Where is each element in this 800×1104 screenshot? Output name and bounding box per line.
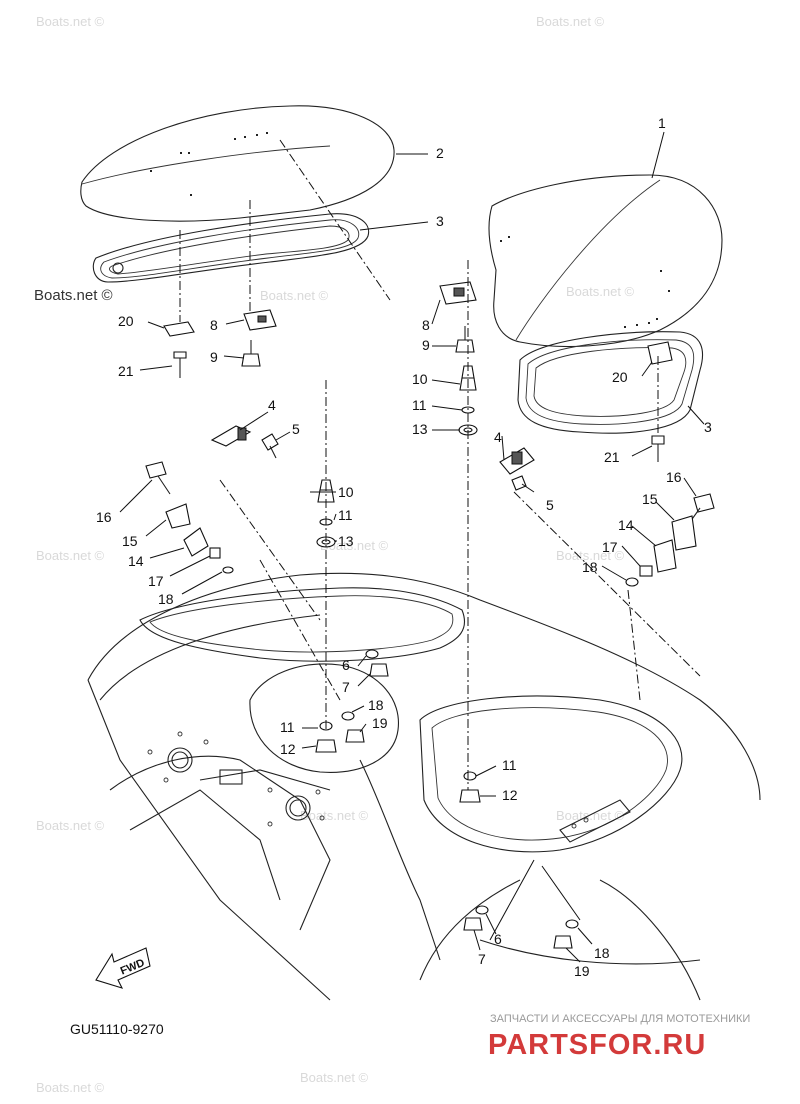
callout-16: 16 xyxy=(666,469,682,485)
watermark: Boats.net © xyxy=(320,538,389,553)
watermark: Boats.net © xyxy=(36,1080,105,1095)
footer-tagline: ЗАПЧАСТИ И АКСЕССУАРЫ ДЛЯ МОТОТЕХНИКИ xyxy=(490,1013,750,1025)
watermark: Boats.net © xyxy=(300,808,369,823)
hardware-left xyxy=(145,309,279,574)
watermark-dark: Boats.net © xyxy=(34,287,113,304)
callout-13: 13 xyxy=(338,533,354,549)
callout-1: 1 xyxy=(658,115,666,131)
callout-20: 20 xyxy=(612,369,628,385)
watermark: Boats.net © xyxy=(536,14,605,29)
callout-17: 17 xyxy=(148,573,164,589)
watermark: Boats.net © xyxy=(36,14,105,29)
diagram-code: GU51110-9270 xyxy=(70,1021,164,1037)
hardware-right xyxy=(439,281,715,949)
callout-11: 11 xyxy=(338,507,353,523)
callout-15: 15 xyxy=(642,491,658,507)
seal-rear xyxy=(517,331,704,434)
callout-19: 19 xyxy=(372,715,388,731)
watermark: Boats.net © xyxy=(36,548,105,563)
callout-11: 11 xyxy=(502,757,517,773)
watermark: Boats.net © xyxy=(36,818,105,833)
watermark: Boats.net © xyxy=(300,1070,369,1085)
callout-18: 18 xyxy=(368,697,384,713)
watermark: Boats.net © xyxy=(556,808,625,823)
callout-13: 13 xyxy=(412,421,428,437)
callout-3: 3 xyxy=(704,419,712,435)
callout-2: 2 xyxy=(436,145,444,161)
watermark: Boats.net © xyxy=(260,288,329,303)
callout-9: 9 xyxy=(422,337,430,353)
callout-21: 21 xyxy=(604,449,620,465)
callout-15: 15 xyxy=(122,533,138,549)
callout-12: 12 xyxy=(280,741,296,757)
watermark: Boats.net © xyxy=(566,284,635,299)
callout-3: 3 xyxy=(436,213,444,229)
fwd-arrow: FWD xyxy=(95,947,151,989)
assembly-lines xyxy=(179,139,701,790)
callout-18: 18 xyxy=(582,559,598,575)
callout-14: 14 xyxy=(618,517,634,533)
callout-5: 5 xyxy=(292,421,300,437)
callout-10: 10 xyxy=(338,484,354,500)
callout-17: 17 xyxy=(602,539,618,555)
callout-18: 18 xyxy=(594,945,610,961)
leader-lines xyxy=(119,131,705,963)
callout-11: 11 xyxy=(412,397,427,413)
callout-16: 16 xyxy=(96,509,112,525)
callout-8: 8 xyxy=(422,317,430,333)
callout-21: 21 xyxy=(118,363,134,379)
callout-7: 7 xyxy=(342,679,350,695)
seat-rear xyxy=(488,174,723,348)
callouts: 2 3 1 3 20 21 8 9 4 5 16 15 14 17 18 10 … xyxy=(96,115,712,979)
callout-8: 8 xyxy=(210,317,218,333)
callout-7: 7 xyxy=(478,951,486,967)
callout-5: 5 xyxy=(546,497,554,513)
seal-front xyxy=(92,213,370,283)
callout-12: 12 xyxy=(502,787,518,803)
callout-20: 20 xyxy=(118,313,134,329)
footer-brand: ЗАПЧАСТИ И АКСЕССУАРЫ ДЛЯ МОТОТЕХНИКИ PA… xyxy=(488,1013,750,1061)
callout-10: 10 xyxy=(412,371,428,387)
callout-18: 18 xyxy=(158,591,174,607)
watermark: Boats.net © xyxy=(556,548,625,563)
callout-14: 14 xyxy=(128,553,144,569)
footer-brand-logo: PARTSFOR.RU xyxy=(488,1029,706,1061)
callout-19: 19 xyxy=(574,963,590,979)
callout-4: 4 xyxy=(268,397,276,413)
seat-front xyxy=(80,105,395,222)
hull-deck xyxy=(87,572,761,1001)
callout-4: 4 xyxy=(494,429,502,445)
callout-6: 6 xyxy=(342,657,350,673)
callout-11: 11 xyxy=(280,719,295,735)
callout-6: 6 xyxy=(494,931,502,947)
callout-9: 9 xyxy=(210,349,218,365)
watermarks: Boats.net © Boats.net © Boats.net © Boat… xyxy=(34,14,635,1095)
